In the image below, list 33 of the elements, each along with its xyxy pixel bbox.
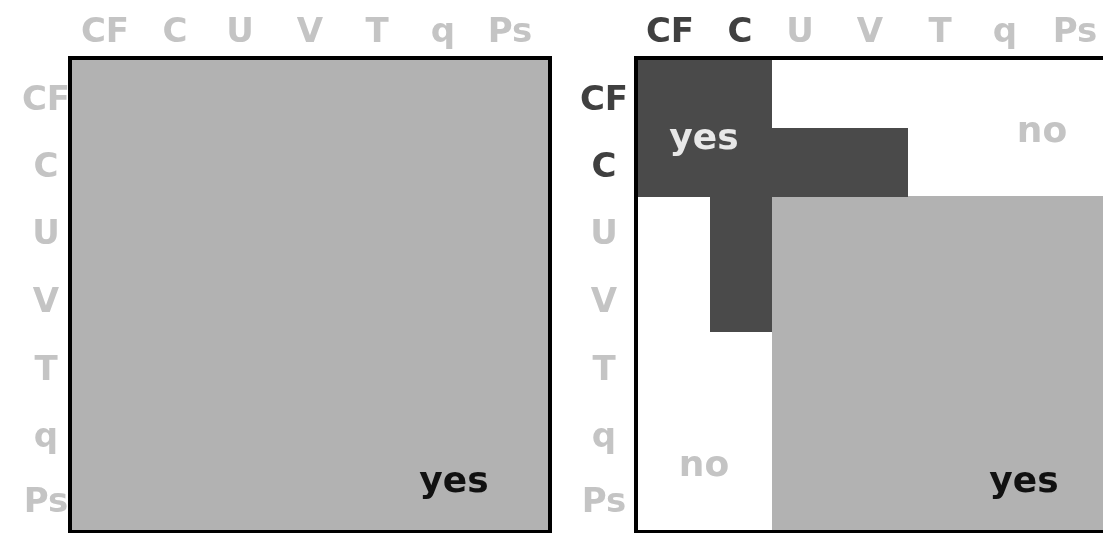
axis-label: V (856, 13, 884, 47)
axis-label: C (162, 13, 188, 47)
cell-label: yes (989, 462, 1059, 498)
axis-label: T (592, 351, 616, 385)
axis-label: T (928, 13, 952, 47)
axis-label: V (32, 283, 60, 317)
axis-label: q (591, 418, 617, 452)
axis-label: CF (21, 81, 71, 115)
axis-label: V (590, 283, 618, 317)
axis-label: Ps (1052, 13, 1098, 47)
axis-label: T (365, 13, 389, 47)
axis-label: q (430, 13, 456, 47)
axis-label: U (786, 13, 814, 47)
cell-label: yes (669, 119, 739, 155)
axis-label: C (727, 13, 753, 47)
axis-label: C (591, 148, 617, 182)
axis-label: U (32, 215, 60, 249)
axis-label: CF (579, 81, 629, 115)
axis-label: CF (80, 13, 130, 47)
cell-label: yes (419, 462, 489, 498)
axis-label: q (992, 13, 1018, 47)
axis-label: q (33, 418, 59, 452)
cell-label: no (678, 446, 730, 482)
axis-label: U (226, 13, 254, 47)
cell-label: no (1016, 112, 1068, 148)
axis-label: CF (645, 13, 695, 47)
axis-label: C (33, 148, 59, 182)
axis-label: V (296, 13, 324, 47)
axis-label: T (34, 351, 58, 385)
axis-label: Ps (487, 13, 533, 47)
axis-label: Ps (581, 483, 627, 517)
axis-label: U (590, 215, 618, 249)
axis-label: Ps (23, 483, 69, 517)
